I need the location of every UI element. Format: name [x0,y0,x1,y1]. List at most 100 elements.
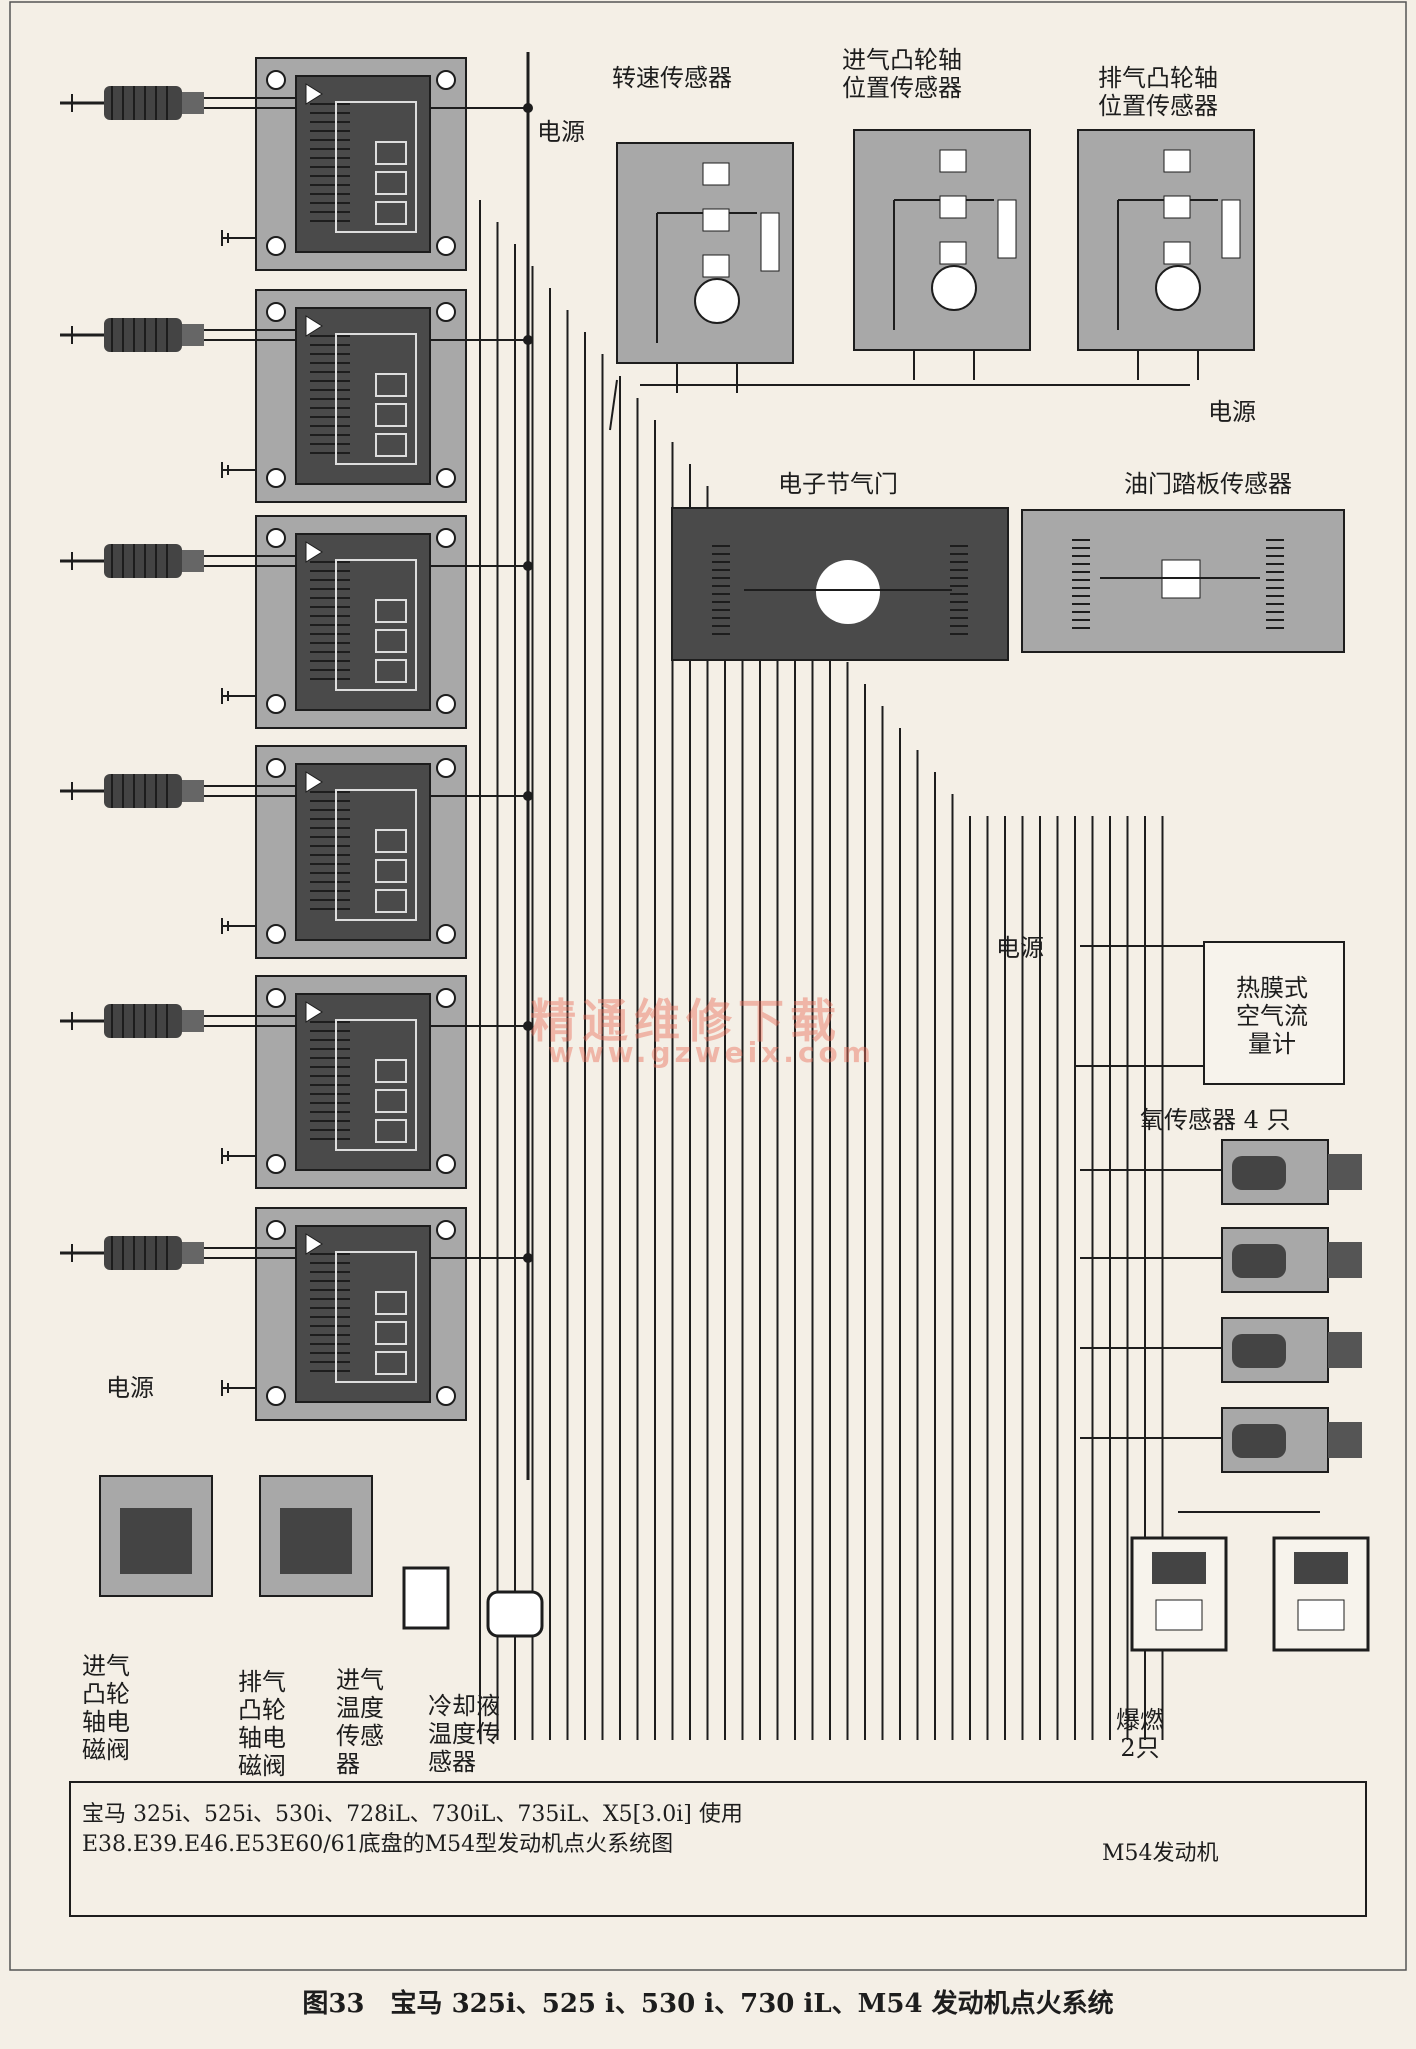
knock-window [1297,1599,1345,1631]
diode-symbol [305,1001,323,1023]
engine-label: M54发动机 [1102,1841,1219,1866]
knock-sensor [1272,1536,1370,1652]
diode-symbol [305,1233,323,1255]
plug-cap [182,1010,204,1032]
coil-frame [335,1251,417,1383]
coil-terminal [375,1089,407,1113]
plug-cap [182,1242,204,1264]
hall-sensor [1077,129,1255,380]
spark-plug [104,1236,182,1270]
spark-plug [104,774,182,808]
coil-core [295,1225,431,1403]
o2-thread [1328,1422,1362,1458]
o2-thread [1328,1154,1362,1190]
coil-terminal [375,1321,407,1345]
o2-element [1232,1156,1286,1190]
sensor-transistor [694,278,740,324]
coil-terminal [375,373,407,397]
mount-hole [436,758,456,778]
coil-unit [60,289,533,503]
mount-hole [436,1154,456,1174]
sensor-blocks [99,129,1370,1652]
coil-terminal [375,859,407,883]
figure-caption: 图33 宝马 325i、525 i、530 i、730 iL、M54 发动机点火… [302,1989,1114,2019]
coil-core [295,763,431,941]
sensor-element [1163,195,1191,219]
mount-hole [266,758,286,778]
sensor-element [702,208,730,232]
coil-terminal [375,659,407,683]
mount-hole [266,70,286,90]
spark-plug [104,544,182,578]
mount-hole [266,1154,286,1174]
mount-hole [266,924,286,944]
intake-temp-label: 进气 温度 传感 器 [336,1666,384,1778]
intake-temp-sensor [402,1566,450,1630]
coil-terminal [375,1119,407,1143]
diode-symbol [305,315,323,337]
knock-window [1155,1599,1203,1631]
plug-cap [182,324,204,346]
power-maf-label: 电源 [996,934,1044,962]
diode-symbol [305,541,323,563]
maf-label: 热膜式 空气流 量计 [1236,974,1308,1058]
coil-unit [60,745,533,959]
maf-box [1203,941,1345,1085]
pedal-sensor [1021,509,1345,653]
ignition-coils [60,57,533,1421]
coil-terminal [375,201,407,225]
sensor-ground [609,379,618,431]
coil-terminal [375,171,407,195]
knock-element [1152,1552,1206,1584]
coil-core [295,533,431,711]
coil-terminal [375,141,407,165]
mount-hole [266,468,286,488]
page-border [9,1,1407,1971]
coil-terminal [375,889,407,913]
coil-terminal [375,599,407,623]
coil-terminal [375,403,407,427]
o2-element [1232,1334,1286,1368]
footer-chassis: E38.E39.E46.E53E60/61底盘的M54型发动机点火系统图 [82,1832,674,1857]
coil-frame [335,333,417,465]
ecu-footer-box [69,1781,1367,1917]
speed-sensor-label: 转速传感器 [612,64,732,92]
coolant-temp-label: 冷却液 温度传 感器 [428,1692,500,1776]
mount-hole [266,1220,286,1240]
o2-thread [1328,1332,1362,1368]
mount-hole [436,1220,456,1240]
coil-unit [60,515,533,729]
coil-core [295,993,431,1171]
coil-frame [335,789,417,921]
exhaust-cam-sensor-label: 排气凸轮轴 位置传感器 [1098,64,1218,120]
spark-plug [104,318,182,352]
power-left-label: 电源 [106,1374,154,1402]
sensor-element [1163,241,1191,265]
coolant-temp-sensor [486,1590,544,1638]
wiring [479,52,1164,1740]
electronic-throttle [671,507,1009,661]
spark-plug [104,86,182,120]
o2-sensor [1080,1139,1362,1205]
hall-sensor [853,129,1031,380]
sensor-element [939,241,967,265]
plug-cap [182,780,204,802]
coil-terminal [375,433,407,457]
watermark-url: www.gzweix.com [548,1036,875,1069]
o2-thread [1328,1242,1362,1278]
coil-core [295,75,431,253]
sensor-resistor [760,212,780,272]
mount-hole [436,528,456,548]
coil-core [295,307,431,485]
solenoid-coil [120,1508,192,1574]
intake-cam-sensor-label: 进气凸轮轴 位置传感器 [842,46,962,102]
mount-hole [266,988,286,1008]
mount-hole [266,1386,286,1406]
sensor-element [939,149,967,173]
mount-hole [436,924,456,944]
coil-terminal [375,829,407,853]
intake-cam-valve-label: 进气 凸轮 轴电 磁阀 [82,1652,130,1764]
coil-terminal [375,629,407,653]
cam-solenoid [259,1475,373,1597]
